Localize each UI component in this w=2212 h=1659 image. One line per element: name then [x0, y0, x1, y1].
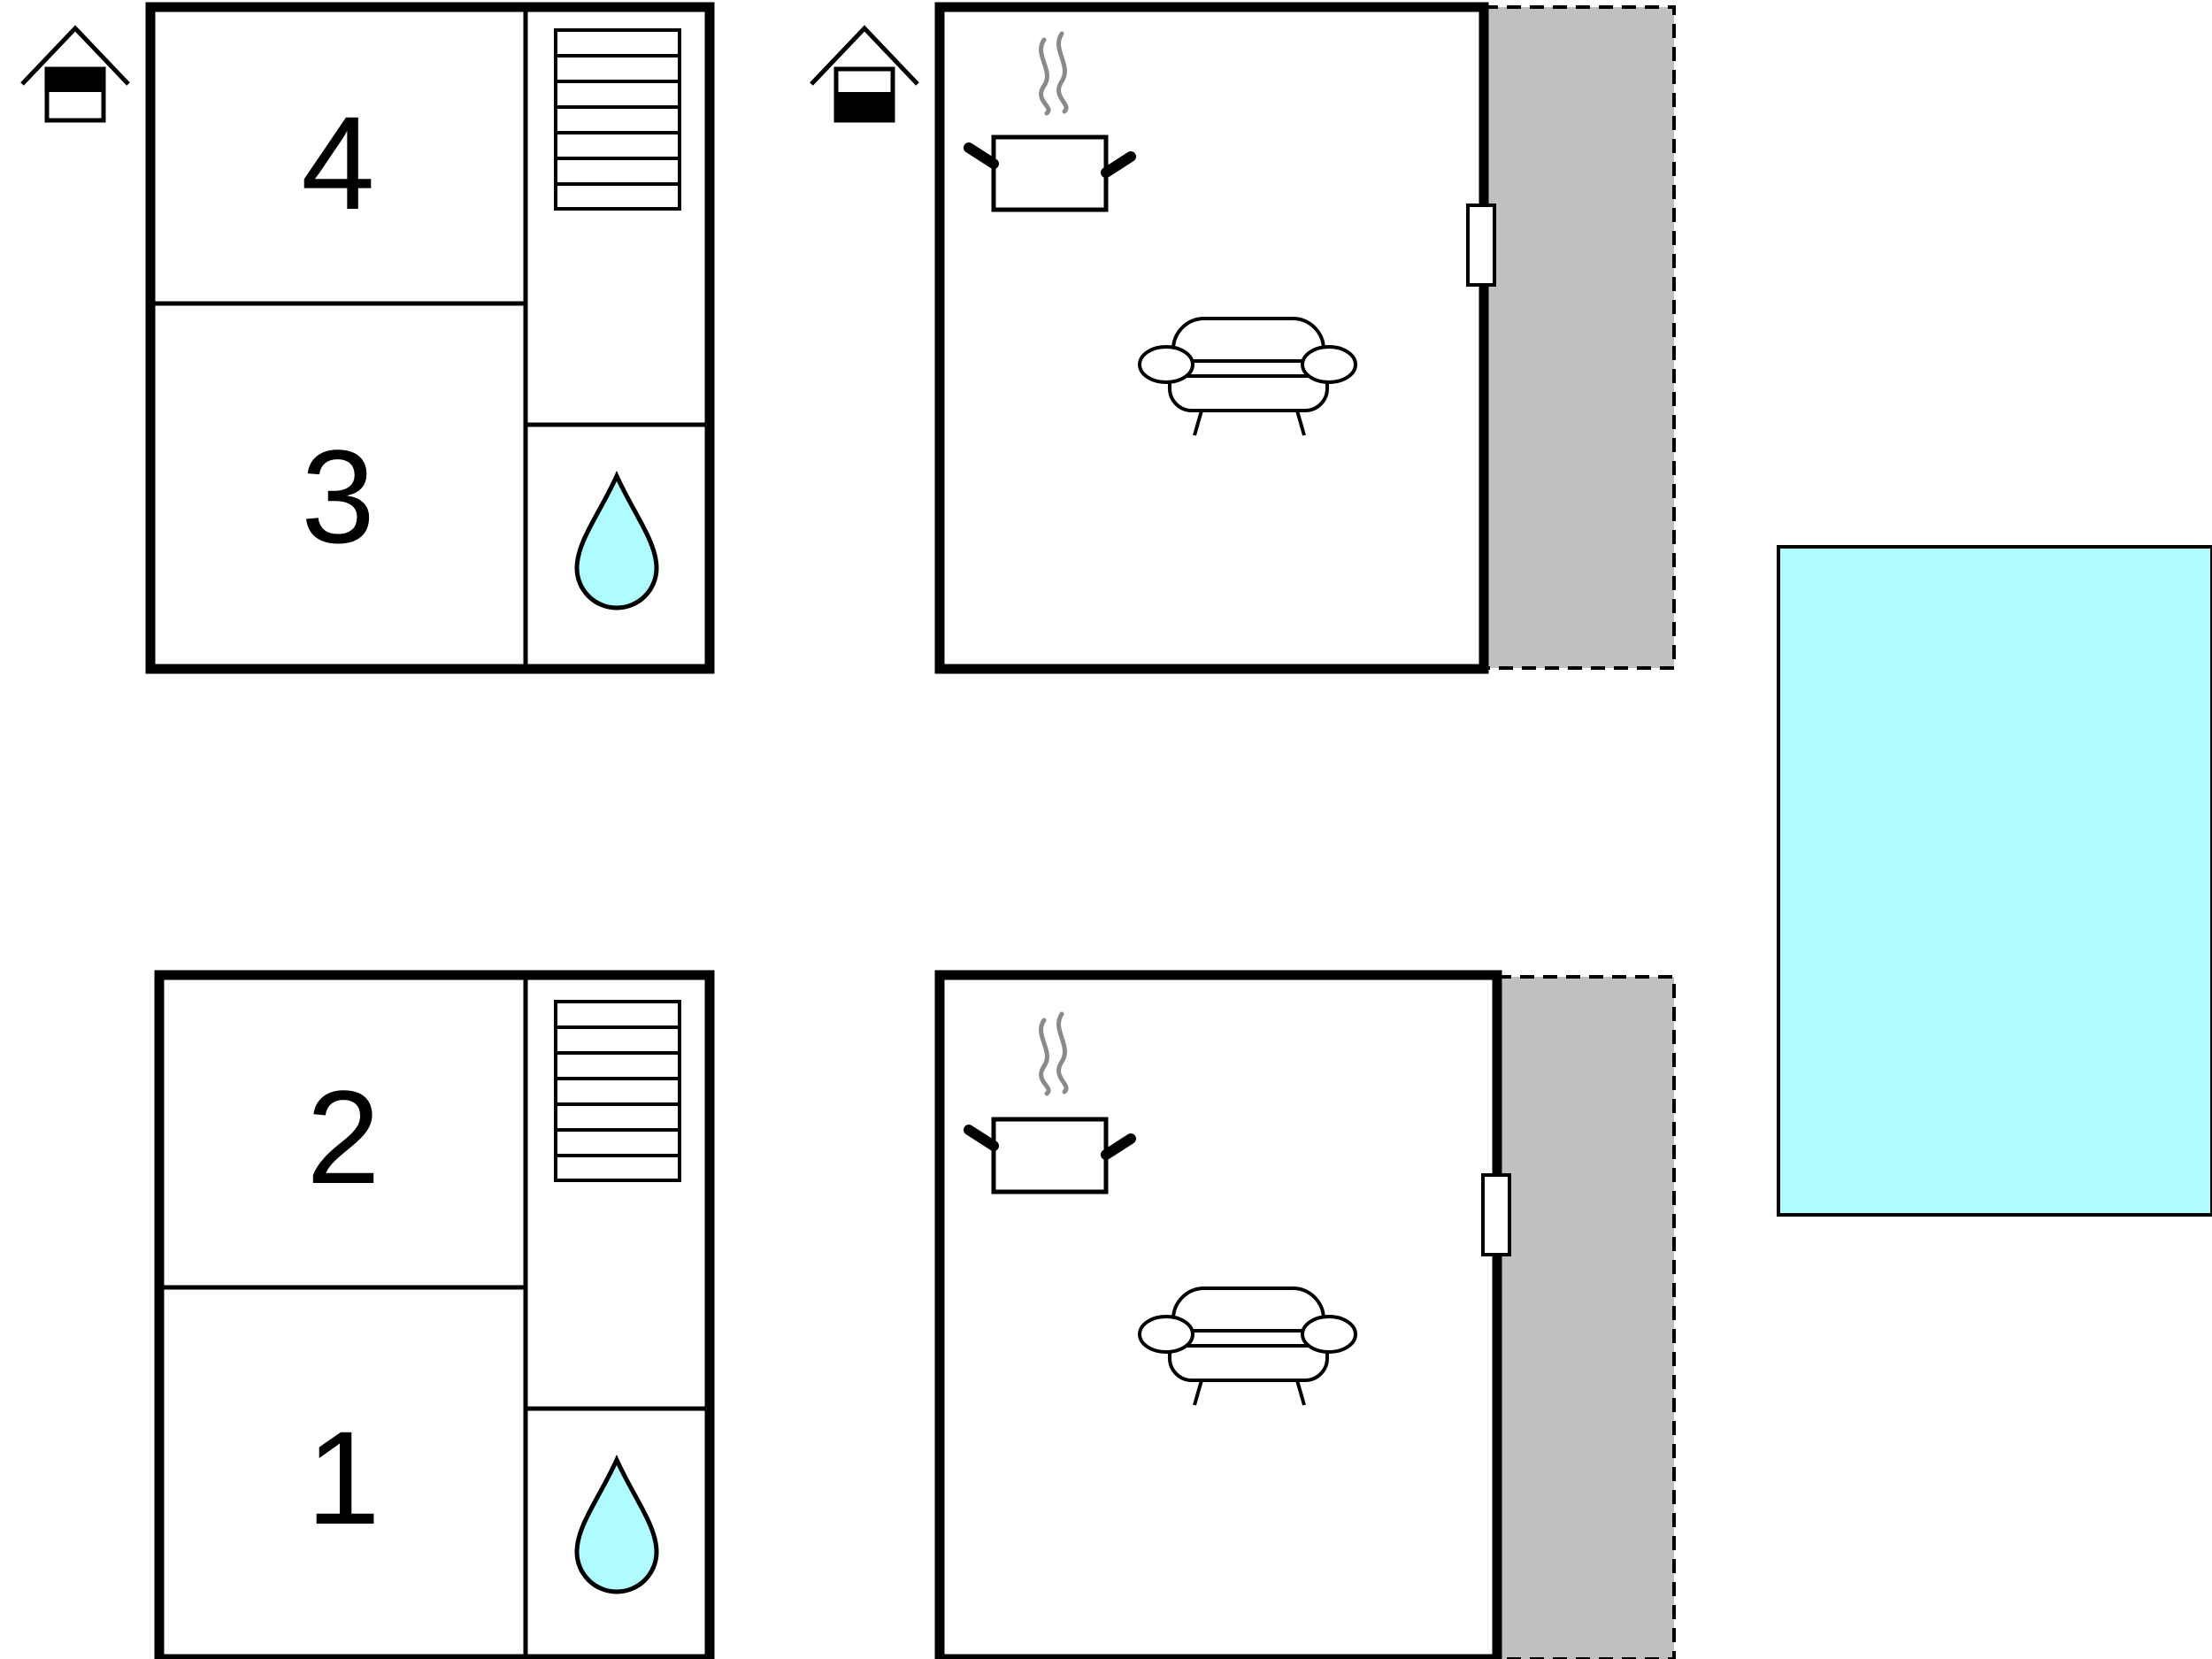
lower-bedroom-block	[154, 970, 715, 1659]
lower-terrace-area	[1495, 975, 1676, 1659]
lower-kitchen-cooking-pot-icon	[964, 1011, 1136, 1194]
lower-door-icon	[1481, 1173, 1511, 1256]
bedroom-2-label: 2	[306, 1063, 380, 1211]
lower-stairs-icon	[554, 1000, 681, 1182]
pool-area	[1777, 545, 2212, 1217]
upper-living-room	[934, 2, 1489, 674]
lower-living-sofa-icon	[1138, 1286, 1357, 1406]
bedroom-4-label: 4	[301, 88, 374, 237]
upper-kitchen-cooking-pot-icon	[964, 31, 1136, 212]
upper-stairs-icon	[554, 28, 681, 211]
upper-terrace-area	[1482, 5, 1676, 670]
upper-living-sofa-icon	[1138, 317, 1357, 436]
bedroom-3-label: 3	[301, 422, 374, 571]
lower-living-room	[934, 970, 1502, 1659]
bedroom-1-label: 1	[306, 1403, 380, 1552]
upper-bedroom-block	[145, 2, 715, 674]
right-floor-indicator-icon	[810, 25, 919, 123]
upper-door-icon	[1466, 204, 1496, 287]
upper-bathroom-water-drop-icon	[574, 470, 659, 611]
lower-bathroom-water-drop-icon	[574, 1454, 659, 1594]
upper-floor-indicator-icon	[20, 25, 130, 123]
